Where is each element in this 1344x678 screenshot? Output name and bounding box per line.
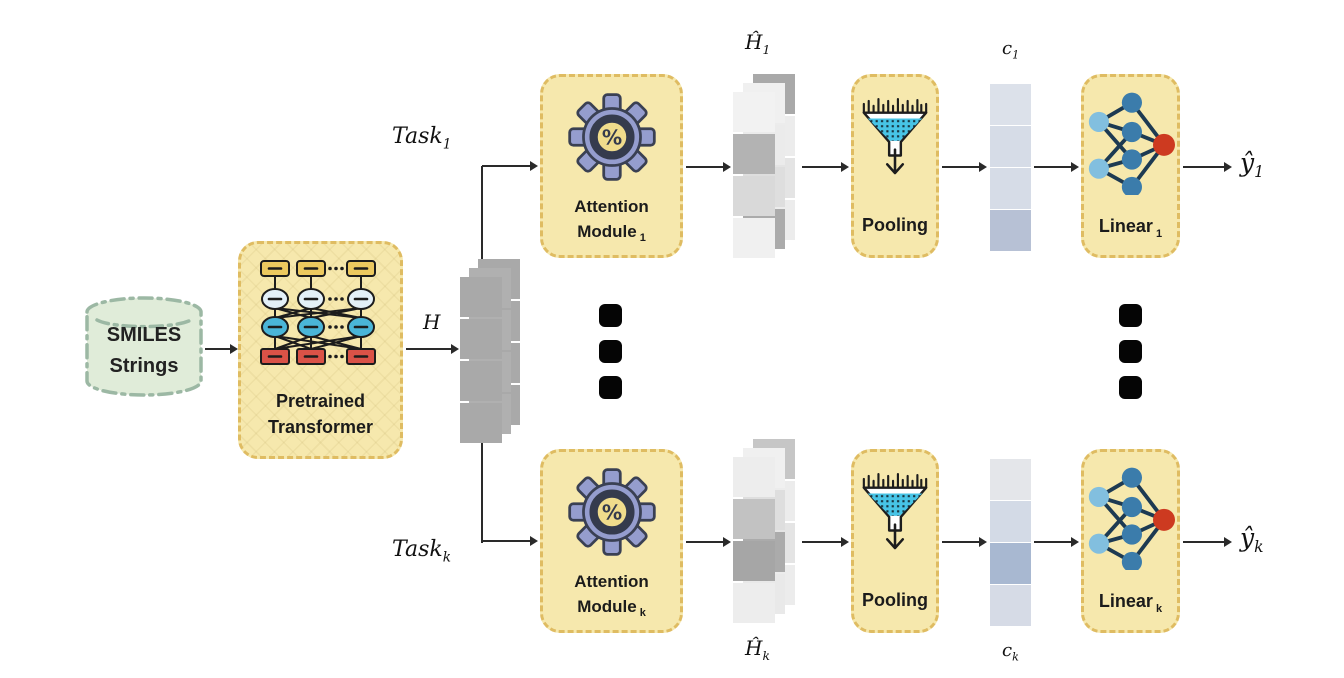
neural-network-icon <box>1088 92 1175 195</box>
vertical-ellipsis-right <box>1119 304 1142 399</box>
gear-percent-symbol: % <box>601 125 621 149</box>
c-1-label: c1 <box>1002 38 1020 62</box>
database-label: SMILES Strings <box>83 320 205 382</box>
arrow-ck-to-lineark <box>1034 536 1079 547</box>
hidden-matrix-label: H <box>423 310 441 334</box>
ellipsis-dot <box>599 376 622 399</box>
arrow-lineark-to-outputk <box>1183 536 1232 547</box>
arrow-hhatk-to-poolingk <box>802 536 849 547</box>
input-label-line2: Strings <box>109 355 179 377</box>
branch-arrow-top <box>482 160 538 171</box>
transformer-label-line2: Transformer <box>267 417 374 438</box>
ellipsis-dot <box>1119 304 1142 327</box>
context-vector-1 <box>990 84 1031 251</box>
transformer-label: Pretrained Transformer <box>241 388 400 440</box>
gear-percent-icon: % <box>567 468 656 556</box>
arrow-c1-to-linear1 <box>1034 161 1079 172</box>
ellipsis-dot <box>599 340 622 363</box>
input-label-line1: SMILES <box>106 324 182 346</box>
arrow-input-to-transformer <box>205 343 238 354</box>
pooling-module-k: Pooling <box>851 449 939 633</box>
matrix-layer <box>733 457 775 623</box>
matrix-layer <box>733 92 775 258</box>
ellipsis-dot <box>599 304 622 327</box>
pretrained-transformer-module: Pretrained Transformer <box>238 241 403 459</box>
task-1-label: Task1 <box>392 124 452 153</box>
gear-percent-icon: % <box>567 93 656 181</box>
neural-network-icon <box>1088 467 1175 570</box>
matrix-layer <box>460 277 502 443</box>
hhat-k-stack <box>733 439 817 629</box>
arrow-hhat1-to-pooling1 <box>802 161 849 172</box>
arrow-poolingk-to-ck <box>942 536 987 547</box>
smiles-database: SMILES Strings <box>83 294 205 400</box>
task-k-label: Taskk <box>392 537 451 566</box>
output-k-label: ŷk <box>1240 523 1264 556</box>
pooling-module-1: Pooling <box>851 74 939 258</box>
c-k-label: ck <box>1002 640 1019 664</box>
ellipsis-dot <box>1119 340 1142 363</box>
arrow-attentionk-to-hhatk <box>686 536 731 547</box>
pooling-1-label: Pooling <box>862 215 928 235</box>
arrow-attention1-to-hhat1 <box>686 161 731 172</box>
database-cylinder-icon <box>85 296 203 397</box>
output-1-label: ŷ1 <box>1240 148 1264 181</box>
branch-arrow-bottom <box>482 535 538 546</box>
arrow-transformer-to-h <box>406 343 459 354</box>
arrow-linear1-to-output1 <box>1183 161 1232 172</box>
context-vector-k <box>990 459 1031 626</box>
hhat-1-stack <box>733 74 817 264</box>
vertical-ellipsis-left <box>599 304 622 399</box>
pooling-funnel-icon <box>862 97 928 175</box>
pooling-k-label: Pooling <box>862 590 928 610</box>
arrow-pooling1-to-c1 <box>942 161 987 172</box>
ellipsis-dot <box>1119 376 1142 399</box>
transformer-network-icon <box>259 260 376 365</box>
transformer-label-line1: Pretrained <box>275 391 366 411</box>
hidden-matrix-stack <box>460 259 542 449</box>
gear-percent-symbol: % <box>601 500 621 524</box>
pooling-funnel-icon <box>862 472 928 550</box>
hhat-1-label: Ĥ1 <box>745 30 771 57</box>
hhat-k-label: Ĥk <box>745 636 770 663</box>
